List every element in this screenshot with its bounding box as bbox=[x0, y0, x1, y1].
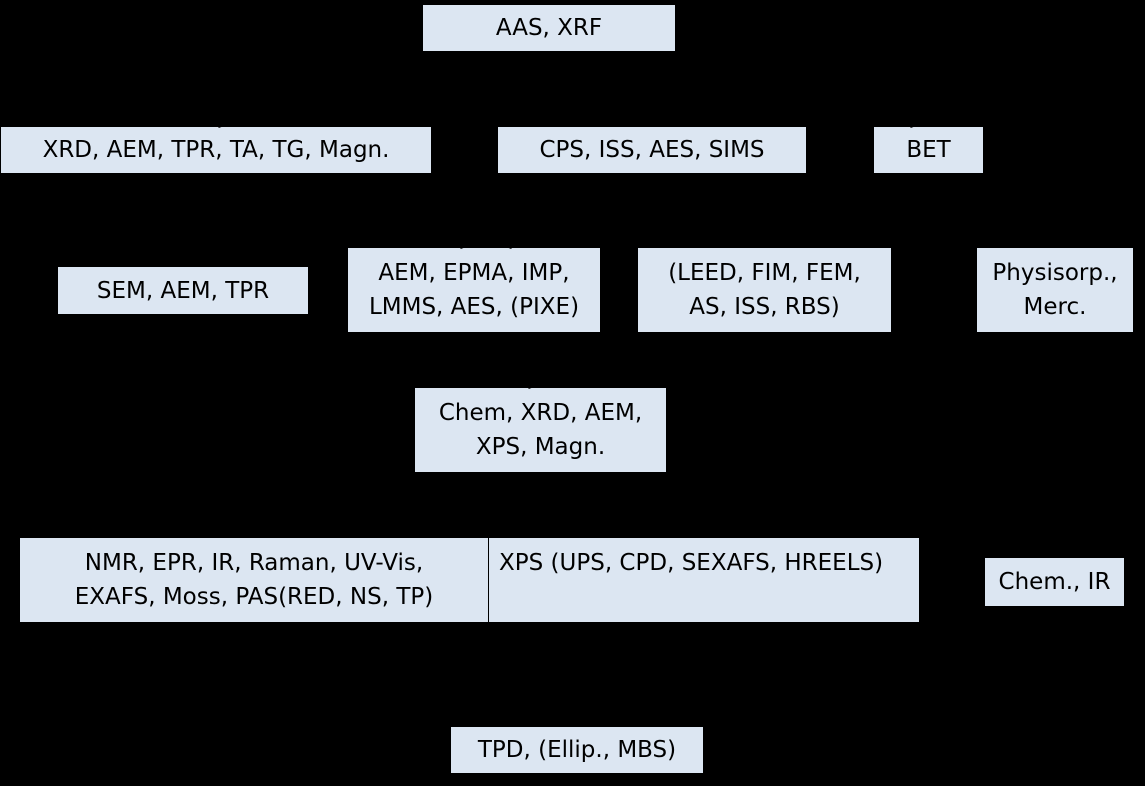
box-microanalysis: AEM, EPMA, IMP, LMMS, AES, (PIXE) bbox=[348, 248, 600, 332]
box-chem-ir: Chem., IR bbox=[985, 558, 1124, 606]
box-aas-xrf: AAS, XRF bbox=[423, 5, 675, 51]
box-divider bbox=[488, 538, 489, 622]
connector-tick bbox=[646, 725, 654, 727]
box-desorption: TPD, (Ellip., MBS) bbox=[451, 727, 703, 773]
box-bet: BET bbox=[874, 127, 983, 173]
box-local-environment: NMR, EPR, IR, Raman, UV-Vis, EXAFS, Moss… bbox=[20, 538, 488, 622]
box-bulk-structure: XRD, AEM, TPR, TA, TG, Magn. bbox=[1, 127, 431, 173]
box-surface-electronic: XPS (UPS, CPD, SEXAFS, HREELS) bbox=[489, 538, 919, 622]
box-phase-identification: Chem, XRD, AEM, XPS, Magn. bbox=[415, 388, 666, 472]
box-porosity: Physisorp., Merc. bbox=[977, 248, 1133, 332]
box-surface-composition: CPS, ISS, AES, SIMS bbox=[498, 127, 806, 173]
box-morphology: SEM, AEM, TPR bbox=[58, 267, 308, 314]
box-surface-structure: (LEED, FIM, FEM, AS, ISS, RBS) bbox=[638, 248, 891, 332]
